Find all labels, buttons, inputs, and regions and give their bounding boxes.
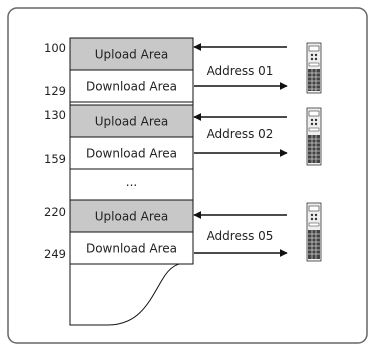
- start-address-number: 220: [44, 205, 66, 219]
- end-address-number: 159: [44, 152, 66, 166]
- upload-area-cell: [69, 37, 194, 71]
- slave-device-module-icon: [306, 202, 322, 262]
- upload-area-label: Upload Area: [95, 210, 168, 224]
- download-area-label: Download Area: [86, 80, 177, 94]
- start-address-number: 130: [44, 108, 66, 122]
- ellipsis-cell: [69, 168, 194, 201]
- end-address-number: 249: [44, 247, 66, 261]
- ellipsis-text: ...: [126, 175, 137, 189]
- upload-area-cell: [69, 199, 194, 233]
- upload-area-label: Upload Area: [95, 115, 168, 129]
- end-address-number: 129: [44, 84, 66, 98]
- download-area-cell: [69, 69, 194, 103]
- slave-device-module-icon: [306, 42, 322, 94]
- address-label: Address 02: [207, 127, 274, 141]
- download-area-label: Download Area: [86, 242, 177, 256]
- upload-area-label: Upload Area: [95, 48, 168, 62]
- download-area-cell: [69, 231, 194, 265]
- slave-device-module-icon: [306, 107, 322, 166]
- start-address-number: 100: [44, 41, 66, 55]
- download-area-label: Download Area: [86, 147, 177, 161]
- address-label: Address 05: [207, 229, 274, 243]
- upload-area-cell: [69, 104, 194, 138]
- address-label: Address 01: [207, 64, 274, 78]
